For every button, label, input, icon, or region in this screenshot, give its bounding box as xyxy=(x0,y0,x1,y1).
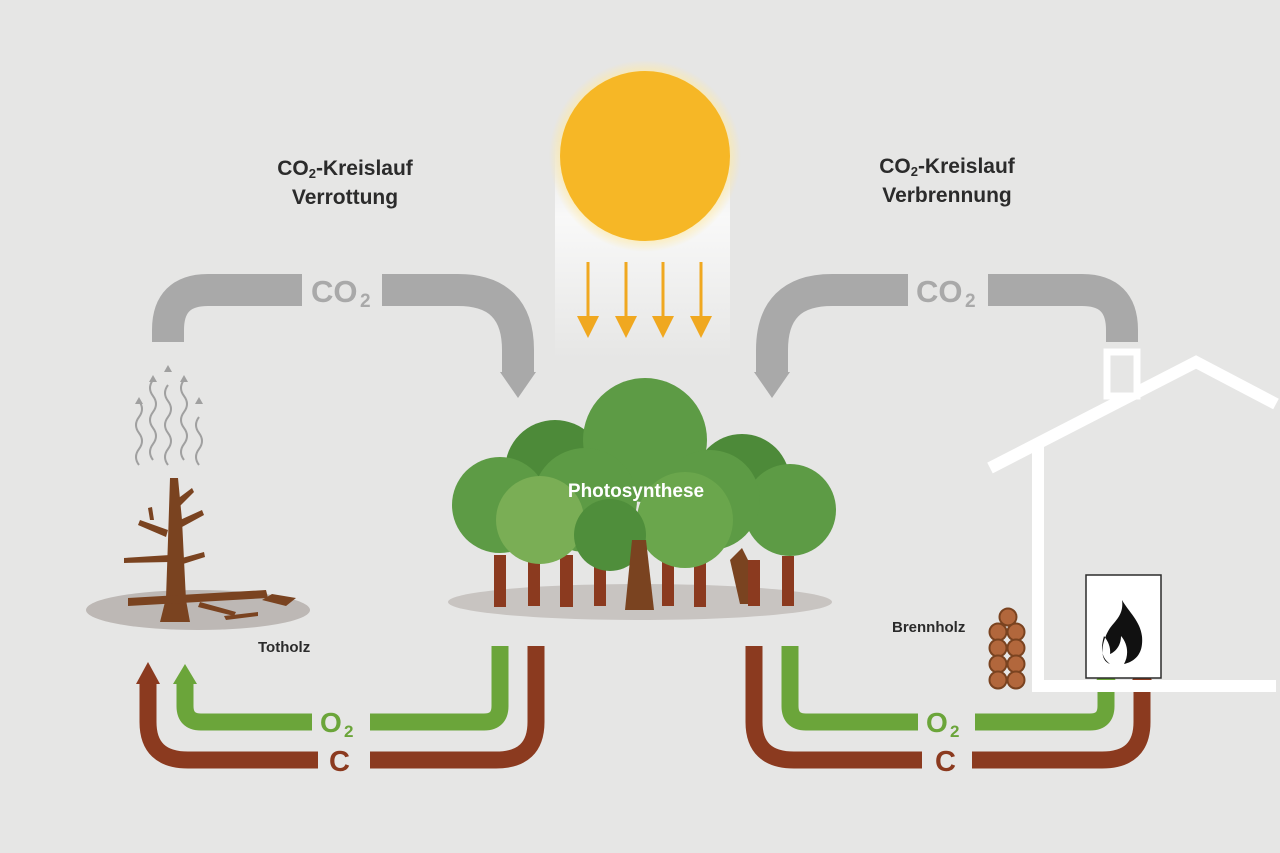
title-left-suffix: -Kreislauf xyxy=(315,157,413,180)
o2-label-sub: 2 xyxy=(344,722,353,741)
o2-label-main: O xyxy=(320,707,342,738)
o2-label-main: O xyxy=(926,707,948,738)
flame-icon xyxy=(1102,600,1143,664)
co2-pipe-left xyxy=(152,274,536,398)
title-left-line1: CO2-Kreislauf xyxy=(215,154,475,183)
carbon-pipe-left xyxy=(136,646,545,769)
title-right-prefix: CO xyxy=(879,155,911,178)
house-icon xyxy=(987,348,1279,692)
firewood-icon xyxy=(988,607,1026,690)
tree-group-icon xyxy=(452,378,836,610)
decay-vapour-icon xyxy=(135,365,203,466)
title-left-sub: 2 xyxy=(308,166,316,181)
co2-label-right: CO 2 xyxy=(916,274,976,312)
carbon-label-left: C xyxy=(329,746,350,778)
title-left-prefix: CO xyxy=(277,157,309,180)
o2-label-sub: 2 xyxy=(950,722,959,741)
title-right-line2: Verbrennung xyxy=(882,184,1012,207)
co2-label-main: CO xyxy=(916,274,963,309)
o2-label-right: O 2 xyxy=(926,707,959,741)
o2-pipe-left xyxy=(173,646,509,731)
co2-pipe-right xyxy=(754,274,1138,398)
totholz-label: Totholz xyxy=(258,639,310,656)
dead-tree-icon xyxy=(124,478,296,622)
title-right: CO2-Kreislauf Verbrennung xyxy=(817,152,1077,210)
co2-label-sub: 2 xyxy=(965,291,976,312)
carbon-label-right: C xyxy=(935,746,956,778)
co2-label-sub: 2 xyxy=(360,291,371,312)
title-left: CO2-Kreislauf Verrottung xyxy=(215,154,475,212)
title-right-suffix: -Kreislauf xyxy=(917,155,1015,178)
title-left-line2: Verrottung xyxy=(291,186,399,209)
sun-icon xyxy=(549,60,741,252)
title-right-sub: 2 xyxy=(910,164,918,179)
photosynthese-label: Photosynthese xyxy=(568,481,704,502)
title-right-line1: CO2-Kreislauf xyxy=(817,152,1077,181)
sun-rays-icon xyxy=(577,262,712,338)
brennholz-label: Brennholz xyxy=(892,619,965,636)
o2-label-left: O 2 xyxy=(320,707,353,741)
co2-label-left: CO 2 xyxy=(311,274,371,312)
co2-label-main: CO xyxy=(311,274,358,309)
